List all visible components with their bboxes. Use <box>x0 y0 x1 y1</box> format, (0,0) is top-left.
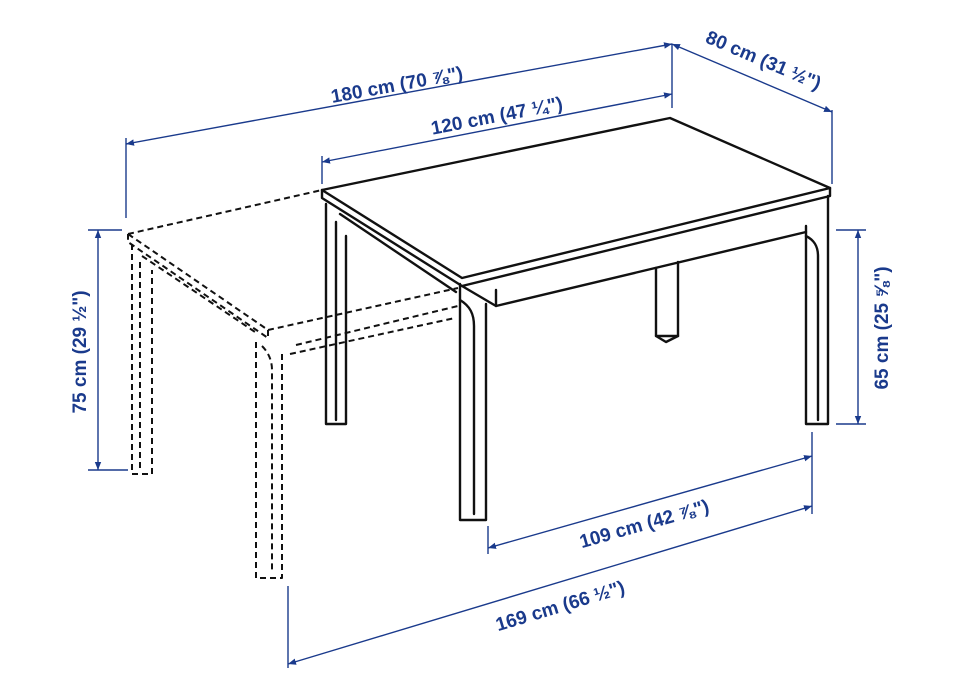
leg-span-short-label: 109 cm (42 ⅞") <box>577 496 711 553</box>
width-dimension-line <box>671 43 833 113</box>
width-label: 80 cm (31 ½") <box>702 27 823 94</box>
length-dimension-line <box>321 92 673 164</box>
dimension-lines <box>88 42 866 668</box>
table-outline <box>320 116 832 522</box>
dimension-labels: 180 cm (70 ⅞") 120 cm (47 ¼") 80 cm (31 … <box>70 27 893 636</box>
height-label: 75 cm (29 ½") <box>70 290 91 413</box>
leg-span-long-label: 169 cm (66 ½") <box>493 577 627 636</box>
extended-length-label: 180 cm (70 ⅞") <box>329 63 464 108</box>
extended-table-outline <box>127 189 459 579</box>
leg-span-short-dimension-line <box>487 455 813 549</box>
leg-clearance-label: 65 cm (25 ⅝") <box>872 266 893 389</box>
length-label: 120 cm (47 ¼") <box>429 94 564 140</box>
leg-span-long-dimension-line <box>287 505 813 665</box>
